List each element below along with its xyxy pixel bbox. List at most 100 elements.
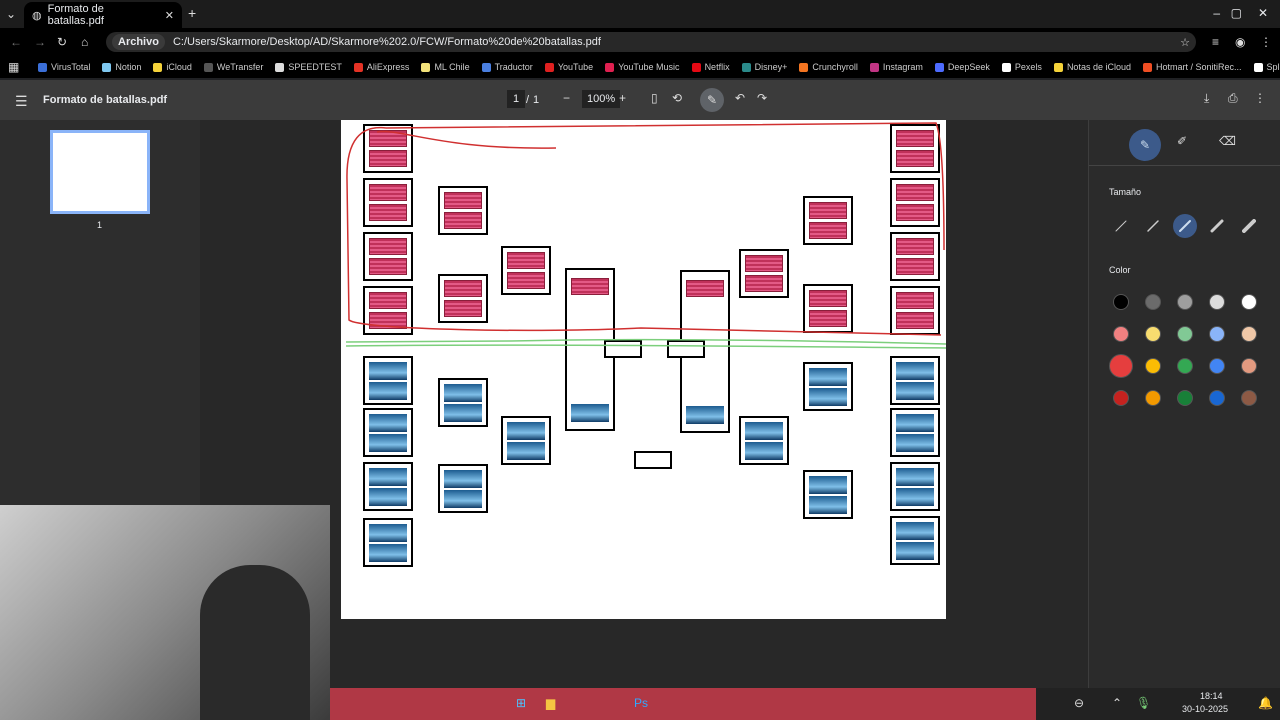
start-icon[interactable]: ⊞ [516,696,527,710]
bookmark-item[interactable]: SPEEDTEST [275,62,342,72]
tab-active[interactable]: ◍ Formato de batallas.pdf ✕ [24,2,182,28]
color-swatch[interactable] [1241,358,1257,374]
file-explorer-icon[interactable]: ▆ [546,696,556,710]
more-icon[interactable]: ⋮ [1254,91,1266,105]
download-icon[interactable]: ⤓ [1204,91,1210,105]
undo-icon[interactable]: ↶ [735,91,746,105]
color-swatch[interactable] [1177,294,1193,310]
reload-icon[interactable]: ↻ [57,35,68,49]
bookmark-label: Crunchyroll [812,62,858,72]
bookmark-item[interactable]: Notas de iCloud [1053,62,1131,72]
forward-icon[interactable]: → [34,35,46,49]
color-swatch[interactable] [1241,390,1257,406]
color-swatch[interactable] [1145,294,1161,310]
color-swatch[interactable] [1177,326,1193,342]
pdf-page[interactable] [341,120,946,619]
zoom-in-icon[interactable]: + [619,91,627,105]
bookmark-item[interactable]: Netflix [691,62,730,72]
clock-date[interactable]: 30-10-2025 [1182,704,1229,714]
color-swatch[interactable] [1209,358,1225,374]
blue-team-slot [739,416,789,465]
bookmark-label: YouTube [557,62,594,72]
annotate-icon[interactable]: ✎ [700,88,724,112]
minimize-button[interactable]: – [1213,6,1220,20]
color-swatch[interactable] [1109,354,1133,378]
notifications-icon[interactable]: 🔔 [1258,696,1273,710]
back-icon[interactable]: ← [10,35,22,49]
color-swatch[interactable] [1145,358,1161,374]
stroke-size-option[interactable] [1173,214,1197,238]
tray-chevron-icon[interactable]: ⌃ [1112,696,1123,710]
bookmark-item[interactable]: YouTube Music [605,62,680,72]
site-info-chip[interactable]: Archivo [112,34,165,50]
url-text[interactable]: C:/Users/Skarmore/Desktop/AD/Skarmore%20… [172,36,601,48]
clock-time[interactable]: 18:14 [1200,691,1223,701]
stroke-size-option[interactable] [1205,214,1229,238]
new-tab-icon[interactable]: + [188,5,197,21]
blue-team-slot [438,464,488,513]
close-tab-icon[interactable]: ✕ [164,9,174,22]
bookmark-item[interactable]: VirusTotal [38,62,90,72]
tab-list-chevron-icon[interactable]: ⌄ [6,7,17,21]
url-bar[interactable]: Archivo C:/Users/Skarmore/Desktop/AD/Ska… [106,32,1196,52]
color-swatch[interactable] [1113,326,1129,342]
bookmark-star-icon[interactable]: ☆ [1180,36,1190,49]
fit-page-icon[interactable]: ▯ [651,91,658,105]
bookmark-item[interactable]: Crunchyroll [799,62,858,72]
bookmark-item[interactable]: Disney+ [741,62,788,72]
color-swatch[interactable] [1113,390,1129,406]
bookmark-item[interactable]: Instagram [869,62,923,72]
stroke-size-option[interactable] [1237,214,1261,238]
color-swatch[interactable] [1145,326,1161,342]
bookmark-item[interactable]: DeepSeek [934,62,990,72]
close-window-button[interactable]: ✕ [1257,6,1268,20]
redo-icon[interactable]: ↷ [757,91,768,105]
color-swatch[interactable] [1209,294,1225,310]
tray-app-icon[interactable]: ⊖ [1074,696,1085,710]
color-swatch[interactable] [1113,294,1129,310]
bookmark-label: Notion [115,62,142,72]
stroke-size-option[interactable] [1109,214,1133,238]
bookmark-item[interactable]: Hotmart / SonitiRec... [1142,62,1242,72]
zoom-out-icon[interactable]: − [563,91,571,105]
blue-team-slot [363,518,413,567]
eraser-tool-icon[interactable]: ⌫ [1219,134,1236,148]
globe-icon: ◍ [32,9,42,22]
menu-icon[interactable]: ☰ [15,93,28,109]
page-thumbnail[interactable] [50,130,150,214]
profile-icon[interactable]: ◉ [1235,35,1246,49]
color-swatch[interactable] [1241,294,1257,310]
bookmark-item[interactable]: YouTube [544,62,594,72]
apps-grid-icon[interactable]: ▦ [8,60,20,74]
bookmark-item[interactable]: iCloud [153,62,192,72]
bookmark-icon [1053,62,1063,72]
home-icon[interactable]: ⌂ [81,35,89,49]
bookmark-icon [1001,62,1011,72]
highlighter-tool-icon[interactable]: ✐ [1177,134,1188,148]
bookmark-item[interactable]: AliExpress [353,62,409,72]
maximize-button[interactable]: ▢ [1230,6,1242,20]
microphone-icon[interactable]: 🎙 [1136,696,1152,710]
pen-tool-icon[interactable]: ✎ [1129,129,1161,161]
bookmark-item[interactable]: Traductor [481,62,533,72]
color-swatch[interactable] [1241,326,1257,342]
bookmark-label: Disney+ [754,62,788,72]
color-swatch[interactable] [1177,390,1193,406]
color-swatch[interactable] [1177,358,1193,374]
print-icon[interactable]: ⎙ [1228,91,1238,105]
bookmark-item[interactable]: ML Chile [421,62,470,72]
color-swatch[interactable] [1145,390,1161,406]
page-number-input[interactable]: 1 [507,90,526,108]
reading-list-icon[interactable]: ≡ [1212,35,1220,49]
zoom-input[interactable]: 100% [582,90,621,108]
color-swatch[interactable] [1209,390,1225,406]
rotate-icon[interactable]: ⟲ [672,91,683,105]
photoshop-icon[interactable]: Ps [634,696,649,710]
bookmark-item[interactable]: Splice [1253,62,1280,72]
color-swatch[interactable] [1209,326,1225,342]
browser-menu-icon[interactable]: ⋮ [1260,35,1272,49]
bookmark-item[interactable]: Pexels [1001,62,1042,72]
bookmark-item[interactable]: Notion [102,62,141,72]
bookmark-item[interactable]: WeTransfer [203,62,263,72]
stroke-size-option[interactable] [1141,214,1165,238]
